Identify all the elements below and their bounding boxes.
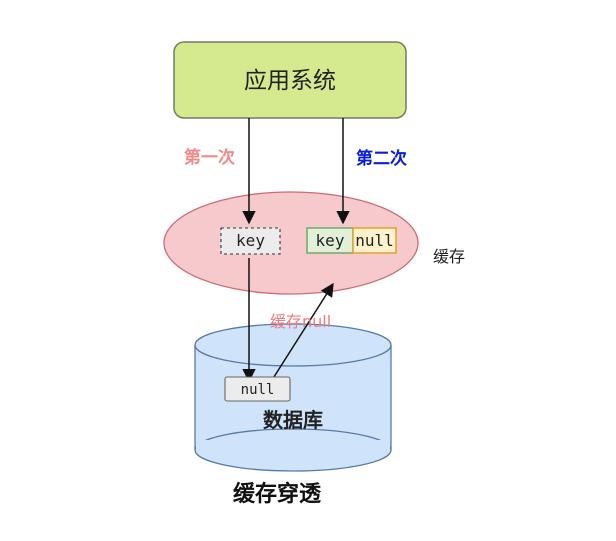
app-system-label: 应用系统 xyxy=(244,68,336,94)
second-request-label: 第二次 xyxy=(356,148,407,169)
cache-ellipse xyxy=(163,191,419,295)
database-label: 数据库 xyxy=(263,408,323,432)
first-cache-key-label: key xyxy=(236,231,265,250)
database-null-box xyxy=(224,376,291,402)
cache-null-note: 缓存null xyxy=(270,312,331,331)
cache-side-label: 缓存 xyxy=(433,247,465,266)
app-system-box xyxy=(173,41,407,119)
database-null-label: null xyxy=(241,382,275,398)
second-cache-key-label: key xyxy=(316,231,345,250)
first-request-label: 第一次 xyxy=(184,147,235,168)
first-cache-key-box xyxy=(220,227,281,255)
cached-null-box xyxy=(352,227,397,254)
cached-null-label: null xyxy=(355,231,394,250)
db-null-to-cache-arrow xyxy=(271,282,334,381)
diagram-caption: 缓存穿透 xyxy=(233,481,322,507)
